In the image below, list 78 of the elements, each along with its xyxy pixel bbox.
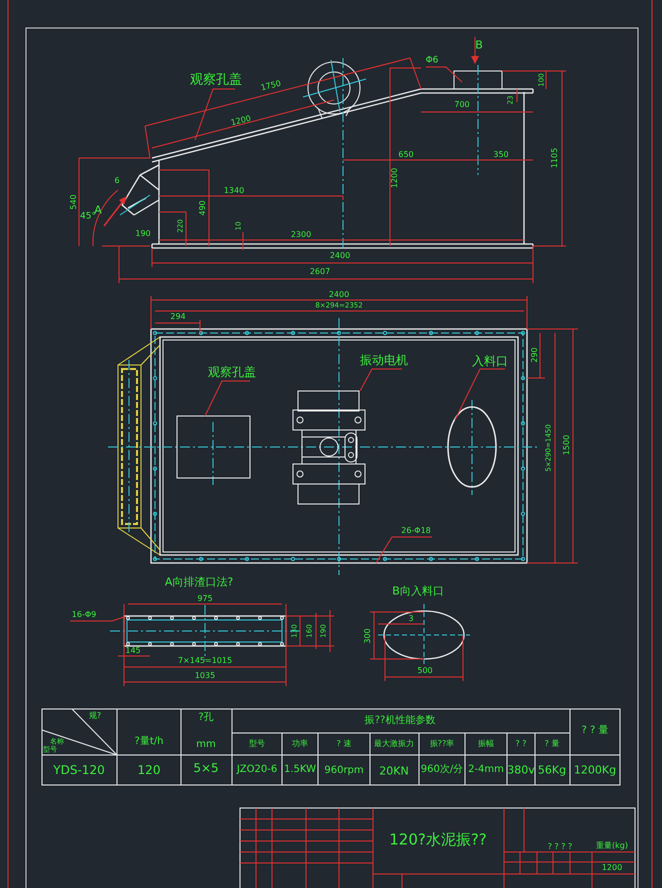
table-value: JZO20-6 (236, 765, 278, 775)
title-block-text: ? ? ? ? (548, 843, 572, 851)
table-heading: 规? (88, 712, 102, 720)
dimension-text: 1035 (194, 672, 216, 680)
view-direction-letter: A (94, 204, 102, 216)
leader-line (454, 368, 506, 420)
dimension-text: 1500 (563, 434, 571, 456)
table-heading: ? ? 量 (582, 726, 608, 736)
leader-line (360, 368, 402, 392)
table-heading: mm (196, 740, 216, 750)
table-heading: 型号 (249, 740, 265, 748)
callout-label: 观察孔盖 (190, 74, 242, 86)
table-value: 20KN (379, 766, 409, 776)
table-heading: ?量t/h (134, 737, 164, 747)
vibration-motor-drawing (292, 390, 366, 504)
dimension-text: 2607 (310, 268, 330, 276)
leader-line (426, 66, 462, 82)
dimension-text: 1340 (224, 187, 244, 195)
dimension-text: 300 (364, 628, 372, 644)
table-value: 960次/分 (420, 765, 464, 775)
dimension-text: 6 (114, 177, 120, 185)
dimension-text: 540 (70, 194, 78, 210)
view-title: B向入料口 (392, 586, 444, 596)
table-heading: 振幅 (478, 740, 494, 748)
leader-line (376, 536, 432, 564)
callout-label: 入料口 (472, 355, 508, 367)
callout-label: Φ6 (426, 56, 438, 66)
dimension-text: 7×145=1015 (178, 657, 232, 665)
callout-label: 16-Φ9 (72, 611, 96, 619)
dimension-text: 490 (199, 200, 207, 216)
table-heading: 最大激振力 (374, 740, 414, 748)
table-value: 380v (507, 764, 535, 776)
dimension-text: 190 (135, 230, 151, 238)
callout-label: 26-Φ18 (401, 527, 431, 535)
dimension-text: 2300 (290, 231, 312, 239)
view-title: A向排渣口法? (164, 576, 234, 588)
table-heading: ? ? (515, 740, 527, 748)
title-block-text: 重量(kg) (596, 842, 628, 850)
dimension-text: 1200 (391, 168, 399, 188)
table-value: 1.5KW (284, 765, 316, 775)
leader-line (194, 88, 236, 140)
table-value: 960rpm (324, 766, 364, 776)
table-value: 1200Kg (574, 764, 616, 776)
leader-line (204, 380, 250, 416)
dimension-text: 290 (531, 347, 539, 363)
dimension-text: 350 (493, 151, 509, 159)
view-direction-letter: B (475, 40, 483, 50)
dimension-text: 650 (398, 151, 414, 159)
table-value: 5×5 (193, 762, 219, 774)
table-heading: 功率 (292, 740, 308, 748)
table-heading: 振??机性能参数 (364, 716, 436, 726)
callout-label: 观察孔盖 (208, 366, 256, 378)
drawing-title: 120?水泥振?? (389, 832, 487, 848)
leader-line (70, 616, 124, 622)
table-value: YDS-120 (53, 764, 105, 776)
dimension-text: 700 (454, 101, 470, 109)
table-value: 120 (138, 764, 160, 776)
table-heading: ?孔 (198, 713, 214, 723)
dimension-text: 294 (170, 313, 186, 321)
dimension-text: 2400 (328, 291, 350, 299)
dimension-text: 1105 (551, 148, 559, 168)
dimension-text: 1200 (230, 114, 252, 128)
table-heading: ? 量 (544, 740, 560, 748)
dimension-text: 1750 (260, 80, 282, 92)
dimension-text: 975 (197, 595, 213, 603)
dimension-text: 145 (125, 647, 141, 655)
dimension-text: 500 (417, 667, 433, 675)
dimension-text: 2400 (330, 252, 350, 260)
table-value: 56Kg (538, 764, 566, 776)
dimension-text: 3 (408, 615, 414, 623)
callout-label: 振动电机 (360, 354, 408, 366)
feed-inlet (447, 406, 497, 488)
title-block-text: 1200 (602, 864, 622, 872)
inspection-cover (176, 416, 250, 478)
dimension-text: 45° (80, 212, 96, 222)
table-heading: 振??率 (430, 740, 454, 748)
table-heading: ? 速 (336, 740, 352, 748)
table-value: 2-4mm (468, 765, 504, 775)
